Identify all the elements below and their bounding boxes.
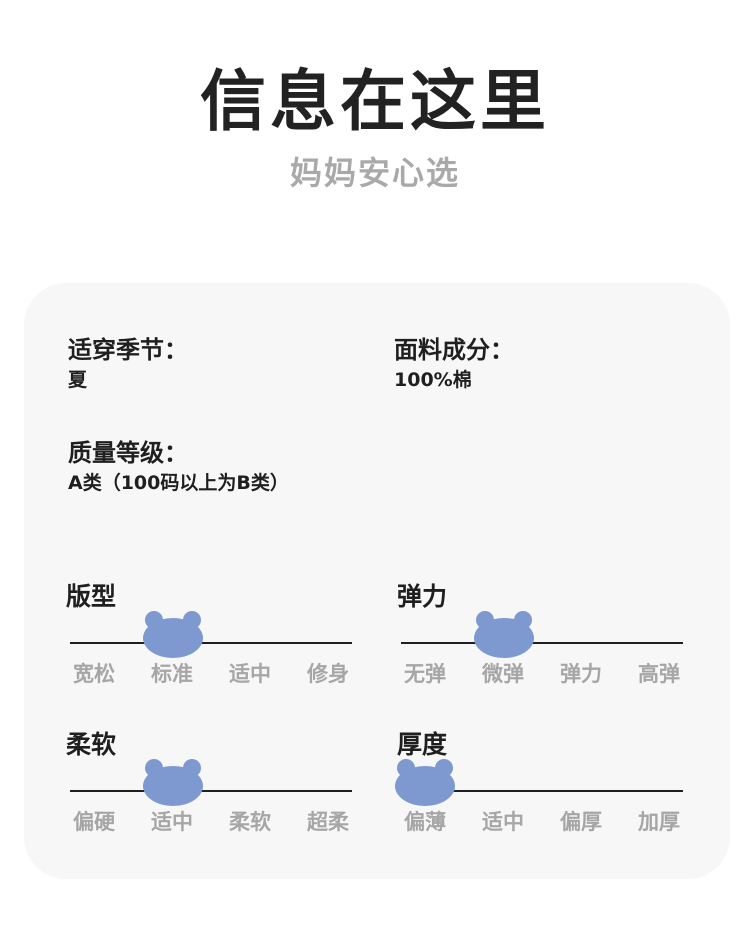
elasticity-scale-track xyxy=(401,642,683,644)
grade-info: 质量等级： A类（100码以上为B类） xyxy=(68,438,289,496)
elasticity-option-slight: 微弹 xyxy=(482,662,524,686)
elasticity-option-high: 高弹 xyxy=(638,662,680,686)
fit-option-moderate: 适中 xyxy=(229,662,271,686)
softness-scale-track xyxy=(70,790,352,792)
elasticity-option-stretch: 弹力 xyxy=(560,662,602,686)
fit-option-loose: 宽松 xyxy=(73,662,115,686)
elasticity-scale: 弹力 无弹 微弹 弹力 高弹 xyxy=(397,580,683,700)
season-value: 夏 xyxy=(68,369,88,391)
softness-scale: 柔软 偏硬 适中 柔软 超柔 xyxy=(66,728,352,848)
fit-option-slim: 修身 xyxy=(307,662,349,686)
thickness-option-thick: 偏厚 xyxy=(560,810,602,834)
softness-bear-indicator-icon xyxy=(142,758,204,806)
thickness-option-thin: 偏薄 xyxy=(404,810,446,834)
thickness-scale: 厚度 偏薄 适中 偏厚 加厚 xyxy=(395,728,683,848)
softness-option-extra-soft: 超柔 xyxy=(307,810,349,834)
page-subtitle: 妈妈安心选 xyxy=(289,154,460,192)
grade-label: 质量等级： xyxy=(68,439,188,467)
product-info-card: 适穿季节： 夏 面料成分： 100%棉 质量等级： A类（100码以上为B类） … xyxy=(24,283,730,879)
softness-option-firm: 偏硬 xyxy=(73,810,115,834)
fabric-label: 面料成分： xyxy=(394,336,514,364)
softness-scale-title: 柔软 xyxy=(66,730,117,759)
thickness-option-extra-thick: 加厚 xyxy=(638,810,680,834)
fit-bear-indicator-icon xyxy=(142,610,204,658)
fit-scale-title: 版型 xyxy=(66,582,117,611)
fit-option-standard: 标准 xyxy=(151,662,193,686)
thickness-scale-title: 厚度 xyxy=(397,730,448,759)
thickness-scale-track xyxy=(401,790,683,792)
fit-scale: 版型 宽松 标准 适中 修身 xyxy=(66,580,352,700)
softness-option-soft: 柔软 xyxy=(229,810,271,834)
fit-scale-track xyxy=(70,642,352,644)
fabric-value: 100%棉 xyxy=(394,369,472,391)
grade-value: A类（100码以上为B类） xyxy=(68,472,289,494)
softness-option-moderate: 适中 xyxy=(151,810,193,834)
season-label: 适穿季节： xyxy=(68,336,188,364)
thickness-option-moderate: 适中 xyxy=(482,810,524,834)
elasticity-option-none: 无弹 xyxy=(404,662,446,686)
elasticity-bear-indicator-icon xyxy=(473,610,535,658)
page-title: 信息在这里 xyxy=(200,63,550,140)
fabric-info: 面料成分： 100%棉 xyxy=(394,335,514,393)
elasticity-scale-title: 弹力 xyxy=(397,582,448,611)
thickness-bear-indicator-icon xyxy=(394,758,456,806)
season-info: 适穿季节： 夏 xyxy=(68,335,188,393)
